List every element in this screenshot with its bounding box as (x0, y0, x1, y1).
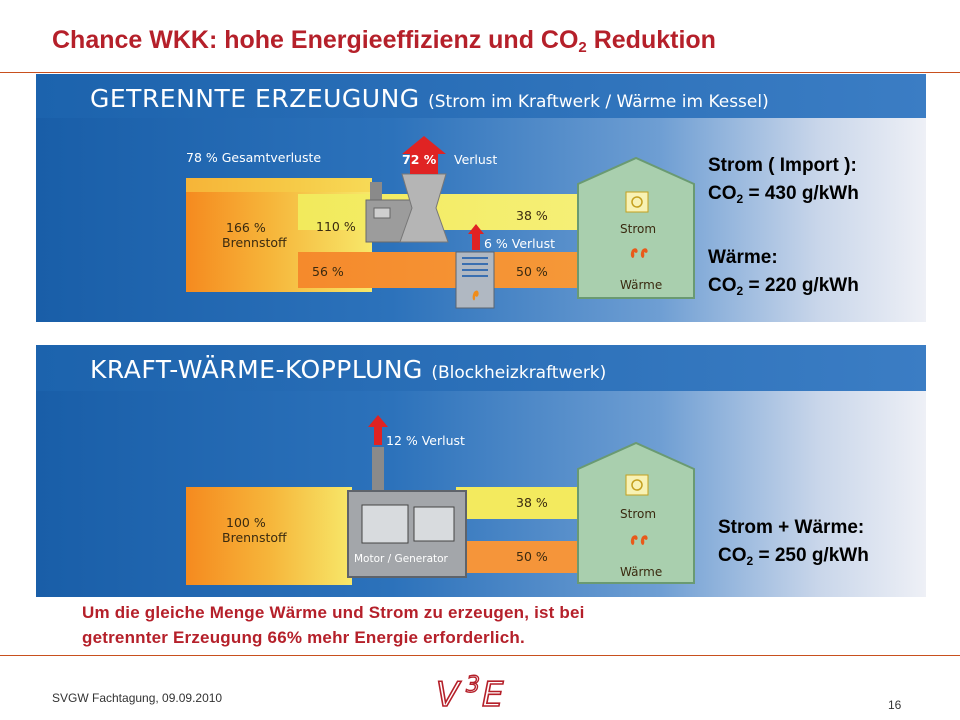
separate-power-input-value: 110 % (316, 219, 356, 234)
separate-diagram-graphic (186, 136, 695, 309)
panel-separate-generation: GETRENNTE ERZEUGUNG (Strom im Kraftwerk … (36, 74, 926, 322)
panel-chp-heading: KRAFT-WÄRME-KOPPLUNG (Blockheizkraftwerk… (90, 355, 607, 384)
conclusion-line-2: getrennter Erzeugung 66% mehr Energie er… (82, 628, 525, 647)
separate-boiler-input-value: 56 % (312, 264, 344, 279)
panel-separate-heading: GETRENNTE ERZEUGUNG (Strom im Kraftwerk … (90, 84, 769, 113)
chp-loss-label: 12 % Verlust (386, 433, 465, 448)
chp-side-label: Strom + Wärme: (718, 517, 865, 538)
power-plant-icon (365, 173, 449, 243)
chp-fuel-value: 100 % (226, 515, 266, 530)
v3e-logo: V 3 E (435, 672, 505, 712)
chp-fuel-block (186, 487, 352, 585)
separate-heat-out-value: 50 % (516, 264, 548, 279)
chp-waerme-label: Wärme (620, 565, 663, 579)
panel-chp-header-band (36, 345, 926, 391)
separate-strom-label: Strom (620, 222, 657, 236)
chp-strom-label: Strom (620, 507, 657, 521)
logo-e: E (482, 675, 504, 712)
separate-waerme-co2-value: CO2 = 220 g/kWh (708, 275, 859, 298)
separate-power-loss-value: 72 % (402, 152, 437, 167)
separate-boiler-loss-arrow (468, 224, 484, 250)
logo-3: 3 (466, 673, 480, 698)
chp-power-out-value: 38 % (516, 495, 548, 510)
separate-power-loss-label: Verlust (454, 152, 498, 167)
separate-waerme-label: Wärme (620, 278, 663, 292)
panel-separate-header-band (36, 74, 926, 118)
page-number: 16 (888, 698, 902, 712)
slide-title: Chance WKK: hohe Energieeffizienz und CO… (52, 26, 716, 56)
chp-unit-icon (347, 447, 467, 578)
boiler-icon (455, 251, 495, 309)
separate-strom-co2-value: CO2 = 430 g/kWh (708, 183, 859, 206)
chp-co2-text: Strom + Wärme: CO2 = 250 g/kWh (718, 514, 869, 575)
separate-waerme-label-side: Wärme: (708, 247, 778, 268)
separate-strom-import-label: Strom ( Import ): (708, 155, 857, 176)
separate-boiler-loss-label: 6 % Verlust (484, 236, 555, 251)
chp-fuel-label: Brennstoff (222, 530, 287, 545)
separate-fuel-value: 166 % (226, 220, 266, 235)
chp-house-icon (577, 441, 695, 584)
conclusion-line-1: Um die gleiche Menge Wärme und Strom zu … (82, 603, 585, 622)
chp-loss-arrow-icon (368, 415, 388, 445)
separate-fuel-label: Brennstoff (222, 235, 287, 250)
separate-power-out-value: 38 % (516, 208, 548, 223)
separate-loss-arrow-icon (402, 136, 446, 174)
chp-machine-label: Motor / Generator (354, 553, 448, 565)
title-divider (0, 72, 960, 73)
chp-co2-value: CO2 = 250 g/kWh (718, 545, 869, 568)
separate-house-icon (577, 156, 695, 299)
chp-diagram-graphic (186, 415, 695, 585)
footer-event: SVGW Fachtagung, 09.09.2010 (52, 691, 223, 705)
separate-strom-co2-text: Strom ( Import ): CO2 = 430 g/kWh (708, 152, 859, 213)
conclusion-note: Um die gleiche Menge Wärme und Strom zu … (82, 600, 585, 650)
chp-heat-out-value: 50 % (516, 549, 548, 564)
separate-total-loss-label: 78 % Gesamtverluste (186, 150, 322, 165)
footer-divider (0, 655, 960, 656)
logo-v: V (436, 675, 462, 712)
separate-waerme-co2-text: Wärme: CO2 = 220 g/kWh (708, 244, 859, 305)
panel-chp: KRAFT-WÄRME-KOPPLUNG (Blockheizkraftwerk… (36, 345, 926, 597)
